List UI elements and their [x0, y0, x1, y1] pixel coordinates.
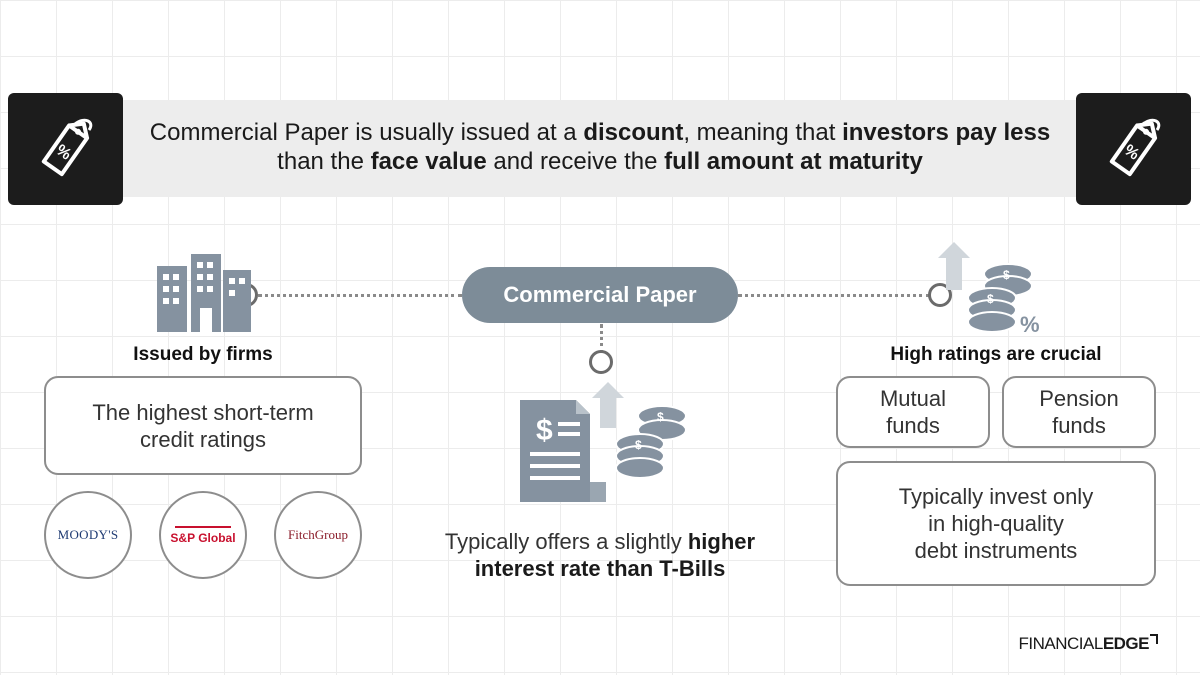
- financial-edge-logo: FINANCIALEDGE: [1019, 634, 1158, 654]
- invest-quality-box: Typically invest only in high-quality de…: [836, 461, 1156, 586]
- connector-left: [258, 294, 462, 297]
- interest-note-bold: higher: [687, 529, 756, 554]
- invest-quality-line: Typically invest only: [898, 484, 1094, 509]
- svg-text:$: $: [536, 414, 553, 447]
- sp-global-bar: [174, 525, 231, 528]
- price-tag-percent-icon: %: [41, 118, 92, 177]
- left-heading: Issued by firms: [133, 344, 273, 365]
- price-tag-percent-icon: %: [1109, 118, 1160, 177]
- mutual-funds-line: Mutual: [879, 386, 947, 411]
- svg-text:$: $: [657, 410, 664, 424]
- connector-right: [738, 294, 930, 297]
- banner-part: , meaning that: [683, 119, 843, 146]
- banner-part: Commercial Paper is usually issued at a: [149, 119, 584, 146]
- brand-corner-icon: [1150, 634, 1158, 644]
- credit-ratings-line: credit ratings: [140, 426, 266, 452]
- mutual-funds-line: funds: [886, 413, 940, 438]
- connector-down: [600, 324, 603, 354]
- tag-box-right: %: [1076, 93, 1191, 205]
- commercial-paper-pill: Commercial Paper: [462, 267, 738, 323]
- invest-quality-line: in high-quality: [928, 511, 1064, 536]
- svg-text:$: $: [635, 438, 642, 452]
- credit-ratings-box: The highest short-term credit ratings: [44, 376, 362, 475]
- fitch-group-logo: FitchGroup: [274, 491, 362, 579]
- node-center: [589, 350, 613, 374]
- right-heading: High ratings are crucial: [890, 344, 1102, 365]
- sp-global-logo: S&P Global: [159, 491, 247, 579]
- banner-part-bold: face value: [370, 148, 487, 175]
- brand-part1: FINANCIAL: [1018, 634, 1104, 653]
- banner-part: than the: [277, 148, 371, 175]
- mutual-funds-box: Mutual funds: [836, 376, 990, 448]
- banner-part: and receive the: [486, 148, 665, 175]
- pension-funds-line: Pension: [1039, 386, 1119, 411]
- office-buildings-icon: [157, 254, 251, 332]
- pension-funds-box: Pension funds: [1002, 376, 1156, 448]
- tag-box-left: %: [8, 93, 123, 205]
- interest-note-normal: Typically offers a slightly: [444, 529, 688, 554]
- banner-part-bold: investors pay less: [842, 119, 1051, 146]
- brand-part2: EDGE: [1102, 634, 1150, 653]
- fitch-group-logo-text: FitchGroup: [288, 527, 348, 542]
- interest-note-bold-line2: interest rate than T-Bills: [474, 556, 726, 581]
- moodys-logo-text: MOODY'S: [57, 527, 119, 542]
- banner-statement: Commercial Paper is usually issued at a …: [140, 118, 1060, 176]
- svg-text:$: $: [1003, 268, 1010, 282]
- moodys-logo: MOODY'S: [44, 491, 132, 579]
- document-dollar-coins-icon: $ $ $: [520, 382, 687, 502]
- credit-ratings-line: The highest short-term: [92, 399, 314, 425]
- sp-global-logo-mark: S&P Global: [170, 525, 236, 545]
- banner-background: [120, 100, 1080, 197]
- svg-text:%: %: [1020, 312, 1040, 336]
- svg-text:$: $: [987, 292, 994, 306]
- sp-global-logo-text: S&P Global: [170, 530, 236, 545]
- invest-quality-line: debt instruments: [914, 538, 1078, 563]
- coins-percent-arrow-icon: $ $ %: [938, 242, 1040, 336]
- pension-funds-line: funds: [1052, 413, 1106, 438]
- interest-rate-note: Typically offers a slightly higher inter…: [410, 528, 790, 582]
- banner-part-bold: full amount at maturity: [664, 148, 923, 175]
- banner-part-bold: discount: [583, 119, 684, 146]
